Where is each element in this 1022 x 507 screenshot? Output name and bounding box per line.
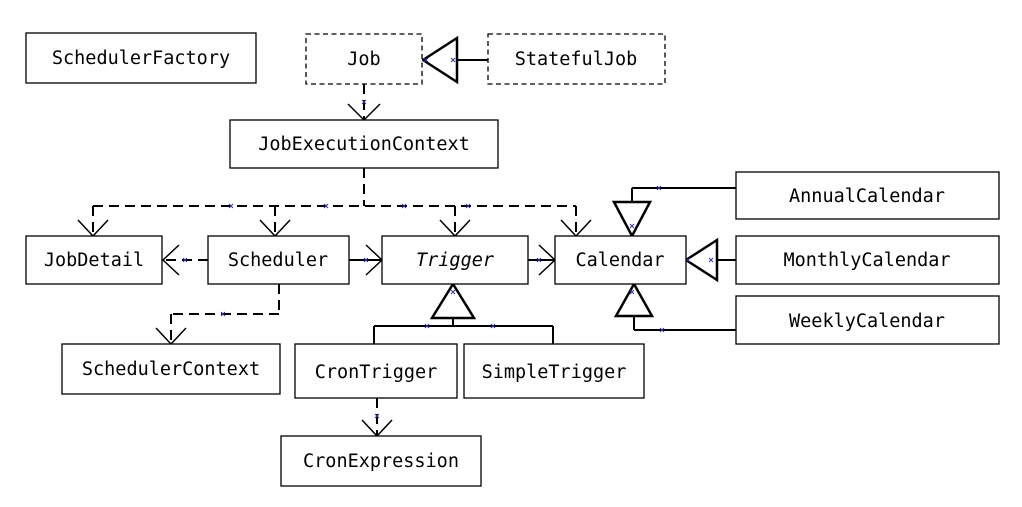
class-box-cronexpression[interactable]: CronExpression	[280, 435, 482, 487]
class-name: Trigger	[416, 250, 495, 271]
class-name: SchedulerContext	[82, 359, 260, 380]
class-box-calendar[interactable]: Calendar	[554, 235, 687, 285]
class-box-jobdetail[interactable]: JobDetail	[25, 235, 163, 285]
class-name: StatefulJob	[515, 49, 638, 70]
class-name: Scheduler	[228, 250, 328, 271]
class-box-trigger[interactable]: Trigger	[381, 235, 529, 285]
class-name: SimpleTrigger	[482, 362, 627, 383]
class-name: SchedulerFactory	[52, 48, 230, 69]
edge-statefuljob-to-job	[420, 35, 488, 85]
connector-markers	[182, 57, 714, 419]
class-name: Calendar	[575, 250, 664, 271]
edge-weeklycalendar-to-calendar	[613, 281, 736, 331]
class-name: WeeklyCalendar	[789, 311, 945, 332]
edge-crontrigger-to-cronexpression	[361, 398, 393, 438]
edge-trigger-to-calendar	[528, 244, 557, 276]
class-box-monthlycalendar[interactable]: MonthlyCalendar	[735, 235, 1000, 285]
edge-monthlycalendar-to-calendar	[683, 237, 736, 283]
edge-jobexecutioncontext-fanout	[77, 168, 592, 238]
class-box-schedulerfactory[interactable]: SchedulerFactory	[25, 32, 257, 84]
edge-annualcalendar-to-calendar	[611, 187, 736, 239]
class-name: JobExecutionContext	[258, 134, 470, 155]
class-box-weeklycalendar[interactable]: WeeklyCalendar	[735, 295, 1000, 345]
class-box-simpletrigger[interactable]: SimpleTrigger	[463, 343, 645, 399]
class-name: AnnualCalendar	[789, 186, 945, 207]
edge-scheduler-to-schedulercontext	[155, 284, 280, 346]
class-box-crontrigger[interactable]: CronTrigger	[294, 343, 458, 399]
class-name: CronExpression	[303, 451, 459, 472]
class-box-job[interactable]: Job	[305, 33, 423, 85]
class-name: Job	[347, 49, 380, 70]
class-box-scheduler[interactable]: Scheduler	[207, 235, 350, 285]
class-box-annualcalendar[interactable]: AnnualCalendar	[735, 171, 1000, 220]
edge-triggers-generalization	[373, 281, 554, 344]
class-box-schedulercontext[interactable]: SchedulerContext	[61, 343, 281, 395]
class-name: CronTrigger	[315, 362, 438, 383]
class-box-jobexecutioncontext[interactable]: JobExecutionContext	[229, 119, 499, 169]
class-name: MonthlyCalendar	[783, 250, 950, 271]
class-name: JobDetail	[44, 250, 144, 271]
class-box-statefuljob[interactable]: StatefulJob	[487, 33, 666, 85]
